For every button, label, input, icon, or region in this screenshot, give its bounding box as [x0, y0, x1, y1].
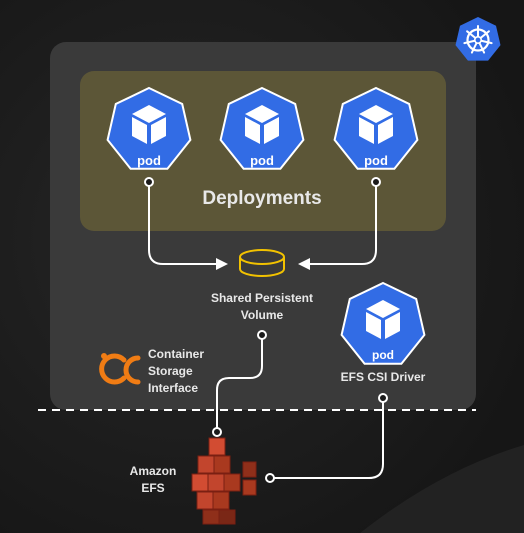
shared-volume-label: Shared Persistent Volume	[210, 291, 314, 322]
driver-pod-icon	[340, 281, 426, 365]
pod-to-volume-line-left	[148, 182, 218, 265]
connector-dot	[371, 177, 381, 187]
kubernetes-logo-icon	[455, 17, 501, 61]
amazon-efs-icon	[191, 437, 257, 525]
pod-icon	[106, 86, 192, 170]
arrowhead-left	[216, 258, 228, 270]
connector-dot	[212, 427, 222, 437]
connectors	[148, 182, 384, 479]
driver-pod-label: pod	[372, 348, 394, 362]
pod-label: pod	[137, 153, 161, 168]
pod-label: pod	[250, 153, 274, 168]
connector-dot	[144, 177, 154, 187]
connector-dot	[378, 393, 388, 403]
pod-icon	[333, 86, 419, 170]
pod-icon	[219, 86, 305, 170]
driver-label: EFS CSI Driver	[340, 370, 426, 384]
driver-to-efs-line	[270, 398, 384, 479]
deployments-label: Deployments	[202, 188, 322, 209]
pod-to-volume-line-right	[308, 182, 377, 265]
connector-dot	[265, 473, 275, 483]
volume-to-efs-line	[216, 335, 263, 432]
volume-disk-icon	[239, 249, 285, 277]
connector-dot	[257, 330, 267, 340]
arrowhead-right	[298, 258, 310, 270]
pod-label: pod	[364, 153, 388, 168]
background-curve	[360, 445, 524, 533]
csi-logo-icon	[99, 353, 141, 385]
csi-label: Container Storage Interface	[148, 347, 205, 395]
efs-label: Amazon EFS	[129, 464, 177, 495]
